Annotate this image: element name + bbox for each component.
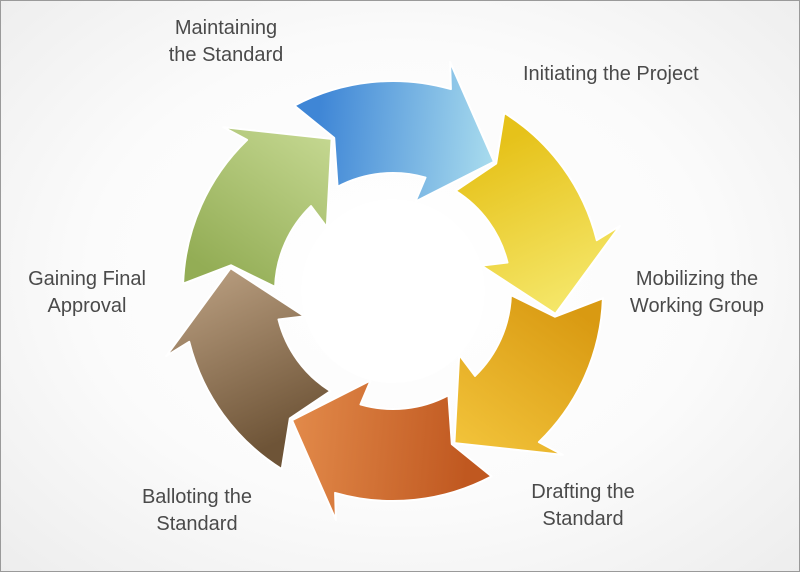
label-drafting-line2: Standard xyxy=(542,508,624,530)
label-balloting-line2: Standard xyxy=(156,513,238,535)
label-balloting-line1: Balloting the xyxy=(141,486,253,508)
label-initiating-line1: Initiating the Project xyxy=(523,63,699,85)
label-initiating: Initiating the Project xyxy=(523,61,763,88)
arrow-initiating xyxy=(454,111,621,315)
label-maintaining-line1: Maintaining xyxy=(174,17,278,39)
label-mobilizing: Mobilizing the Working Group xyxy=(605,266,789,320)
label-maintaining: Maintaining the Standard xyxy=(141,15,311,69)
label-drafting-line1: Drafting the xyxy=(531,481,635,503)
label-balloting: Balloting the Standard xyxy=(117,484,277,538)
label-gaining: Gaining Final Approval xyxy=(7,266,167,320)
arrow-balloting xyxy=(165,267,332,471)
ring-center xyxy=(301,199,485,383)
arrow-maintaining xyxy=(293,61,495,203)
arrow-gaining xyxy=(182,126,333,288)
arrow-drafting xyxy=(291,379,493,521)
label-mobilizing-line1: Mobilizing the xyxy=(635,268,759,290)
label-mobilizing-line2: Working Group xyxy=(629,295,765,317)
label-gaining-line1: Gaining Final xyxy=(28,268,146,290)
arrow-mobilizing xyxy=(453,294,604,456)
label-gaining-line2: Approval xyxy=(47,295,127,317)
label-maintaining-line2: the Standard xyxy=(168,44,284,66)
label-drafting: Drafting the Standard xyxy=(503,479,663,533)
